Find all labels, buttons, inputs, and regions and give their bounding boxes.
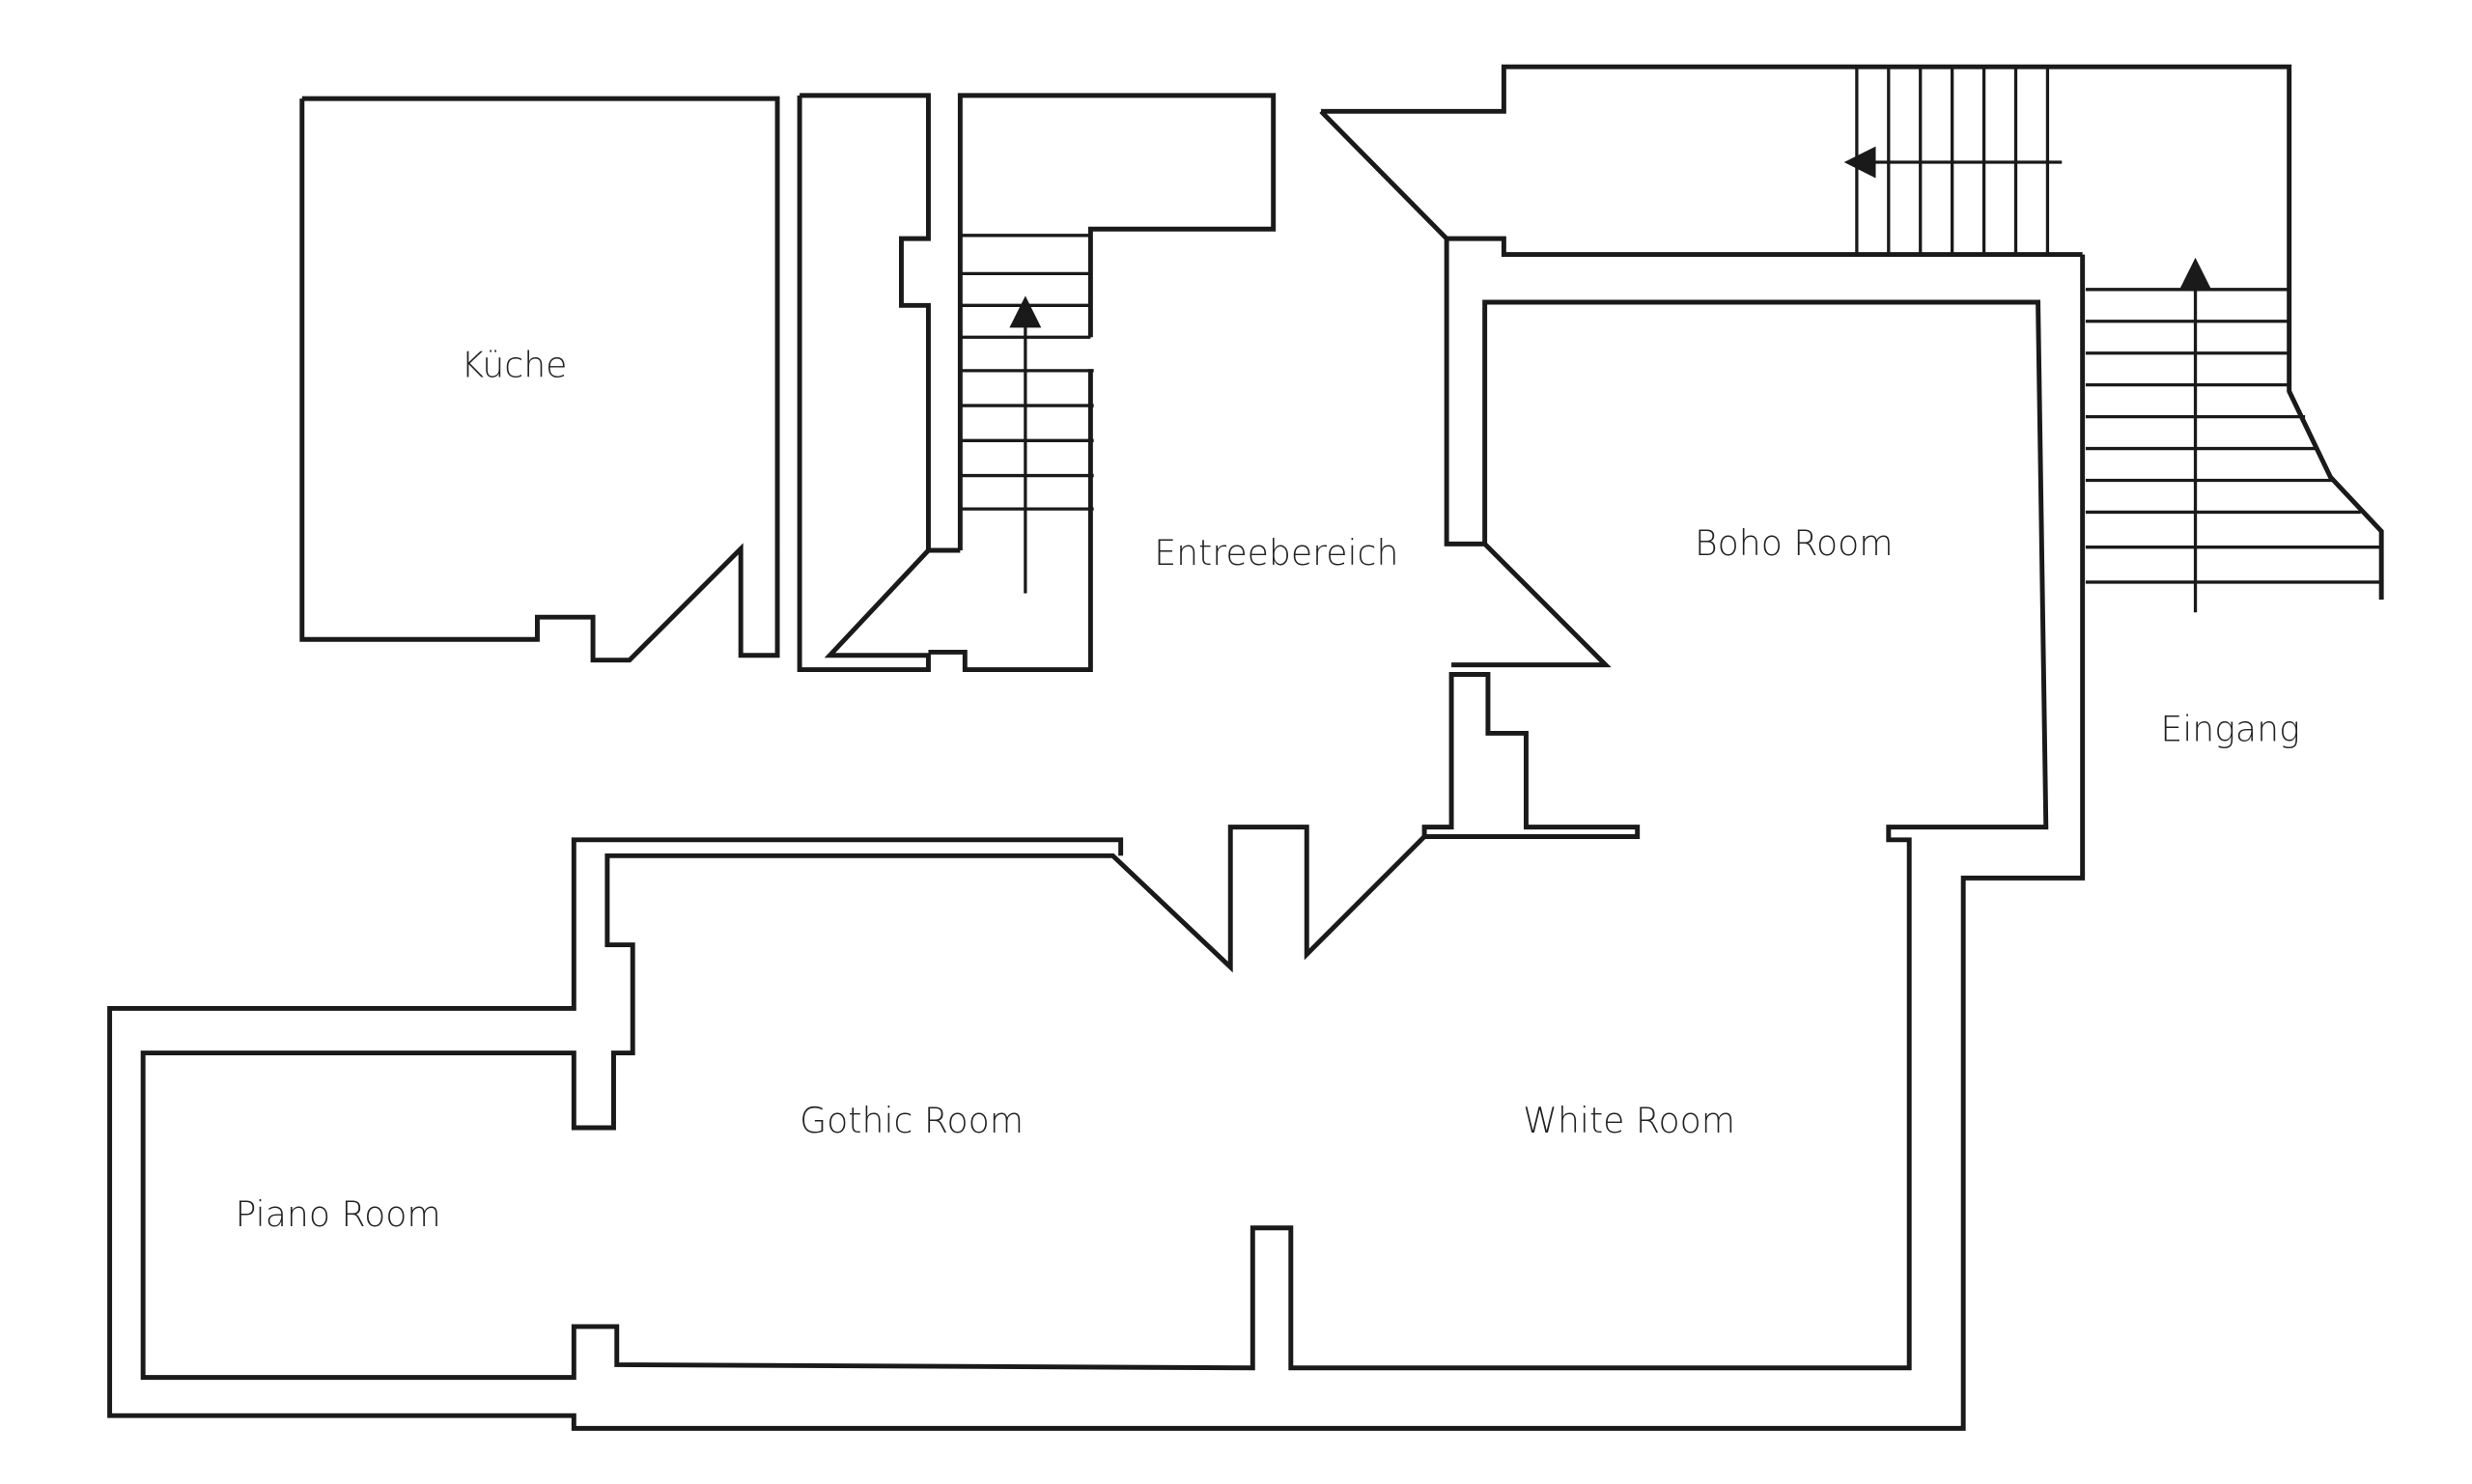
room-label-kueche: Küche — [461, 344, 567, 385]
stair-wall-bottom — [928, 369, 1093, 673]
room-label-white: White Room — [1523, 1100, 1735, 1141]
outer-wall — [107, 254, 2086, 1431]
upper-stair-wall — [140, 109, 2049, 1381]
upper-stair-inner — [1447, 236, 2083, 258]
room-label-eingang: Eingang — [2160, 709, 2299, 750]
room-label-gothic: Gothic Room — [800, 1100, 1024, 1141]
room-label-entree: Entreebereich — [1154, 532, 1398, 574]
entree-door-wall — [1451, 542, 1612, 668]
room-label-piano: Piano Room — [236, 1193, 441, 1235]
room-label-boho: Boho Room — [1695, 522, 1894, 564]
stair-wall-left — [797, 93, 931, 673]
entrance-stair-steps — [2085, 288, 2382, 584]
stair-wall-right — [957, 93, 1277, 550]
kitchen-walls — [299, 96, 780, 663]
entree-wall-top — [1321, 64, 2384, 601]
